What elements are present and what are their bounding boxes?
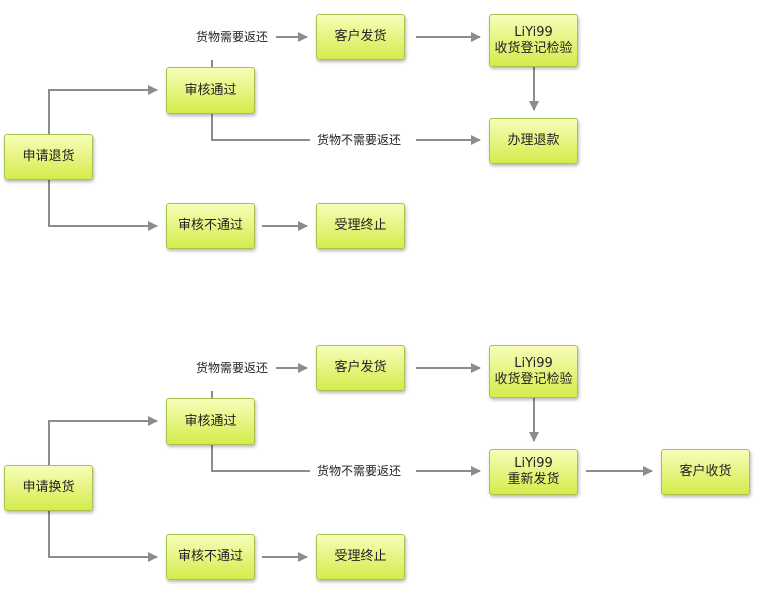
node-exchange-reship-line2: 重新发货 [507,472,560,487]
node-exchange-reship: LiYi99 重新发货 [489,449,578,495]
node-exchange-start-label: 申请换货 [22,480,75,495]
arrow-return-start-to-rejected [48,180,158,231]
node-return-terminate-label: 受理终止 [334,218,387,233]
edge-label-return-no-return: 货物不需要返还 [316,133,403,147]
node-exchange-terminate-label: 受理终止 [334,549,387,564]
node-return-start: 申请退货 [4,134,93,180]
arrow-exchange-start-to-rejected [48,511,158,562]
node-return-inspect-line1: LiYi99 [514,24,553,40]
arrow-return-start-to-approved [48,85,158,134]
edge-label-exchange-no-return: 货物不需要返还 [316,464,403,478]
node-exchange-customer-ship-label: 客户发货 [334,360,387,375]
node-return-rejected-label: 审核不通过 [177,218,243,233]
arrow-exchange-start-to-approved [48,416,158,465]
node-return-customer-ship-label: 客户发货 [334,29,387,44]
node-exchange-customer-receive: 客户收货 [661,449,750,495]
node-return-refund: 办理退款 [489,118,578,164]
node-return-customer-ship: 客户发货 [316,14,405,60]
node-exchange-reship-line1: LiYi99 [514,456,553,471]
node-return-approved-label: 审核通过 [184,82,237,98]
node-return-inspect: LiYi99 收货登记检验 [489,14,578,67]
node-exchange-rejected-label: 审核不通过 [177,549,243,564]
node-exchange-approved-label: 审核通过 [184,413,237,429]
node-exchange-inspect-line2: 收货登记检验 [494,371,573,387]
node-return-approved: 审核通过 [166,67,255,114]
node-return-terminate: 受理终止 [316,203,405,249]
arrow-return-approved-to-refund [211,114,480,140]
edge-label-exchange-goods-return: 货物需要返还 [195,361,270,375]
node-exchange-customer-receive-label: 客户收货 [679,464,732,479]
arrow-exchange-approved-to-reship [211,445,480,471]
node-exchange-rejected: 审核不通过 [166,534,255,580]
node-exchange-start: 申请换货 [4,465,93,511]
node-exchange-inspect-line1: LiYi99 [514,355,553,371]
node-exchange-inspect: LiYi99 收货登记检验 [489,345,578,398]
node-exchange-terminate: 受理终止 [316,534,405,580]
node-return-start-label: 申请退货 [22,149,75,164]
node-return-inspect-line2: 收货登记检验 [494,40,573,56]
node-exchange-approved: 审核通过 [166,398,255,445]
node-return-rejected: 审核不通过 [166,203,255,249]
node-exchange-customer-ship: 客户发货 [316,345,405,391]
edge-label-return-goods-return: 货物需要返还 [195,30,270,44]
node-return-refund-label: 办理退款 [507,133,560,148]
